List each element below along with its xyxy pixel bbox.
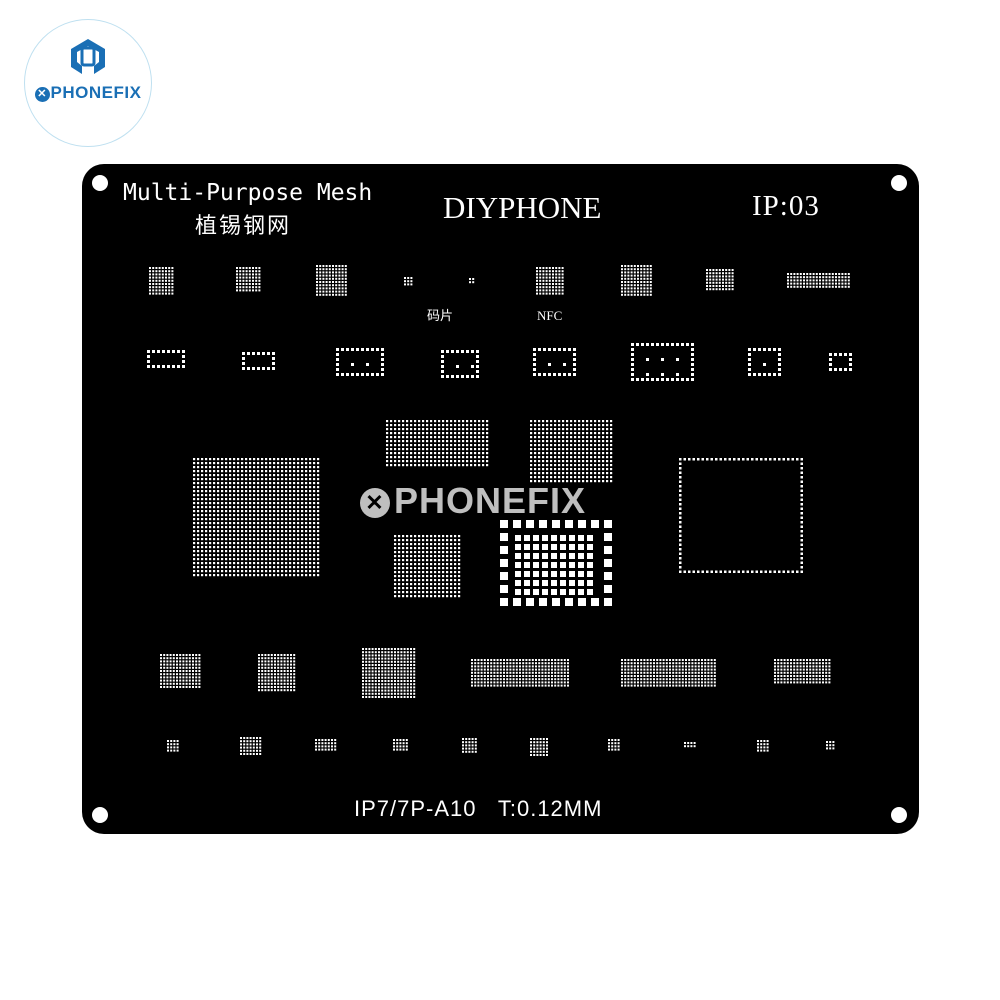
bga-pad-grid xyxy=(706,269,734,291)
bga-pad-grid xyxy=(608,739,620,751)
wrench-phone-icon xyxy=(71,39,105,74)
bga-pad-grid xyxy=(258,654,296,692)
title-cn: 植锡钢网 xyxy=(195,213,292,238)
thickness-text: T:0.12MM xyxy=(497,796,603,821)
bga-pad-grid xyxy=(242,352,275,370)
mount-hole xyxy=(92,807,108,823)
bga-pad-grid xyxy=(393,739,408,751)
code-label: IP:03 xyxy=(752,190,820,222)
bga-pad-grid xyxy=(336,348,384,376)
logo-brand: PHONEFIX xyxy=(50,83,142,102)
bga-pad-grid xyxy=(240,737,262,755)
bga-pad-grid xyxy=(149,267,174,295)
bga-pad-grid xyxy=(631,343,694,381)
bga-pad-grid xyxy=(530,420,613,483)
bga-pad-grid xyxy=(404,277,413,286)
mount-hole xyxy=(891,807,907,823)
bga-pad-grid xyxy=(500,520,612,606)
mount-hole xyxy=(92,175,108,191)
bga-pad-grid xyxy=(530,738,548,756)
chip-pad-layout xyxy=(147,265,852,756)
bga-pad-grid xyxy=(160,654,201,688)
bga-pad-grid xyxy=(536,267,564,295)
bga-pad-grid xyxy=(621,659,716,687)
bga-pad-grid xyxy=(471,659,569,687)
bga-pad-grid xyxy=(826,741,835,750)
brand-label: DIYPHONE xyxy=(443,190,602,225)
bga-pad-grid xyxy=(236,267,261,292)
bga-pad-grid xyxy=(462,738,477,753)
phonefix-logo: ✕PHONEFIX xyxy=(24,19,152,147)
model-label: IP7/7P-A10 T:0.12MM xyxy=(354,796,602,822)
watermark-text: PHONEFIX xyxy=(394,480,587,521)
bga-pad-grid xyxy=(469,278,475,284)
bga-pad-grid xyxy=(386,420,489,467)
model-text: IP7/7P-A10 xyxy=(354,796,477,821)
bga-pad-grid xyxy=(193,458,320,577)
bga-pad-grid xyxy=(748,348,781,376)
bga-pad-grid xyxy=(829,353,852,371)
bga-pad-grid xyxy=(787,273,850,288)
codechip-label: 码片 xyxy=(427,308,454,323)
x-icon: ✕ xyxy=(34,87,50,102)
watermark: ✕PHONEFIX xyxy=(360,480,586,522)
bga-pad-grid xyxy=(441,350,479,378)
bga-pad-grid xyxy=(679,458,803,573)
bga-pad-grid xyxy=(684,742,696,748)
nfc-label: NFC xyxy=(537,308,563,323)
bga-pad-grid xyxy=(362,648,416,698)
bga-pad-grid xyxy=(167,740,179,752)
bga-pad-grid xyxy=(315,739,337,751)
bga-pad-grid xyxy=(515,535,593,595)
bga-pad-grid xyxy=(394,535,461,598)
bga-pad-grid xyxy=(316,265,347,296)
bga-pad-grid xyxy=(774,659,831,684)
bga-stencil: Multi-Purpose Mesh 植锡钢网 DIYPHONE IP:03 码… xyxy=(82,164,919,834)
mount-hole xyxy=(891,175,907,191)
bga-pad-grid xyxy=(147,350,185,368)
bga-pad-grid xyxy=(621,265,652,296)
x-icon: ✕ xyxy=(360,488,390,518)
bga-pad-grid xyxy=(533,348,576,376)
title-en: Multi-Purpose Mesh xyxy=(123,180,373,206)
bga-pad-grid xyxy=(757,740,769,752)
